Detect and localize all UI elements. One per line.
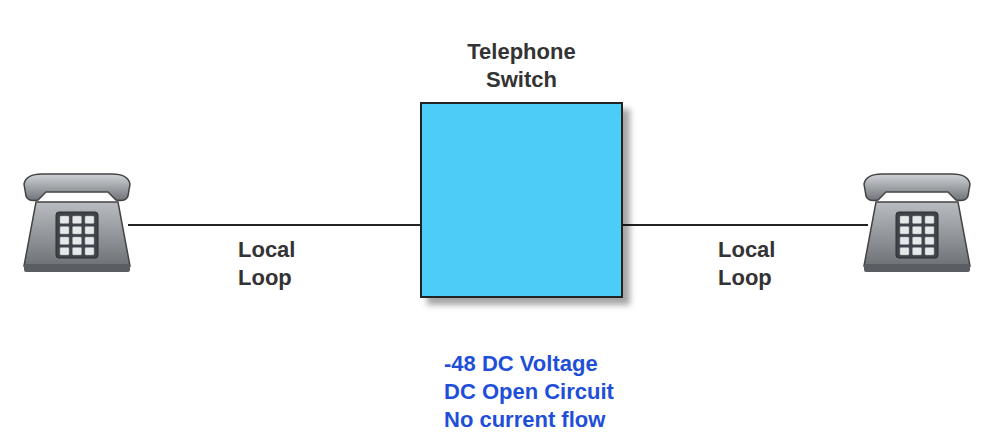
keypad-key xyxy=(85,248,94,256)
keypad-key xyxy=(60,227,69,235)
local-loop-wire xyxy=(128,224,421,226)
keypad-key xyxy=(900,216,909,224)
switch-title: Telephone Switch xyxy=(452,38,592,94)
keypad-key xyxy=(85,227,94,235)
status-note: DC Open Circuit xyxy=(444,378,744,406)
status-note: -48 DC Voltage xyxy=(444,350,744,378)
switch-node: Telephone Switch xyxy=(420,38,623,298)
keypad-key xyxy=(925,237,934,245)
keypad-key xyxy=(925,248,934,256)
keypad-key xyxy=(73,248,82,256)
switch-box xyxy=(420,102,623,298)
keypad-key xyxy=(900,237,909,245)
keypad-key xyxy=(925,227,934,235)
local-loop-wire xyxy=(622,224,868,226)
keypad-key xyxy=(900,227,909,235)
telephone-icon xyxy=(24,174,130,272)
keypad-key xyxy=(73,227,82,235)
keypad-key xyxy=(913,227,922,235)
keypad-key xyxy=(60,248,69,256)
keypad-key xyxy=(73,237,82,245)
loop-label: Local Loop xyxy=(718,236,798,292)
keypad-key xyxy=(85,237,94,245)
keypad-key xyxy=(85,216,94,224)
loop-label: Local Loop xyxy=(238,236,318,292)
keypad-key xyxy=(73,216,82,224)
status-note: No current flow xyxy=(444,406,744,434)
keypad-key xyxy=(913,248,922,256)
telephone-icon xyxy=(864,174,970,272)
keypad-key xyxy=(900,248,909,256)
keypad-key xyxy=(913,216,922,224)
keypad-key xyxy=(60,216,69,224)
keypad-key xyxy=(925,216,934,224)
keypad-key xyxy=(913,237,922,245)
keypad-key xyxy=(60,237,69,245)
